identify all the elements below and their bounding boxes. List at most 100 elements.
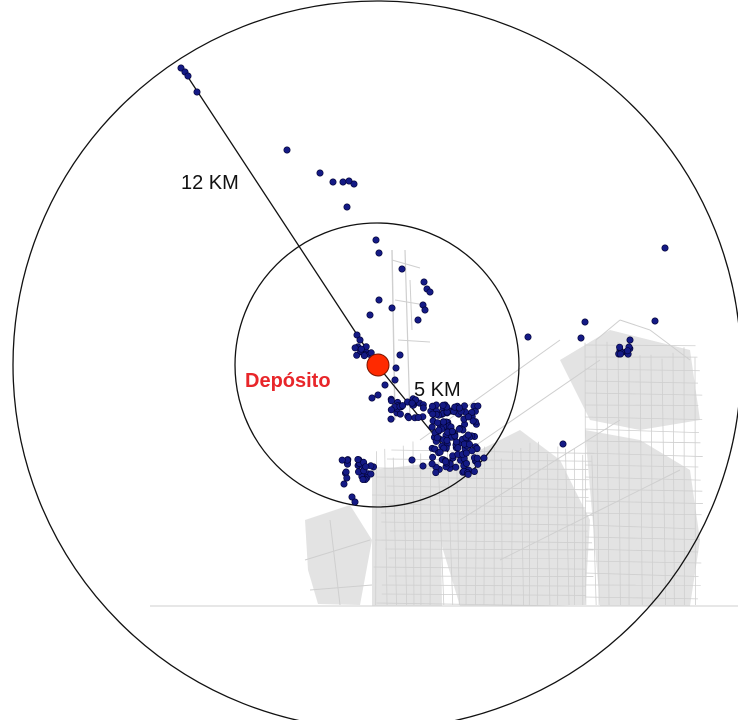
customer-point (616, 350, 624, 358)
street (402, 445, 408, 606)
customer-point (366, 311, 374, 319)
customer-point (559, 440, 567, 448)
street (584, 344, 696, 347)
customer-point (470, 467, 478, 475)
depot-marker-icon (366, 353, 390, 377)
customer-point (283, 146, 291, 154)
city-street-background (150, 249, 738, 607)
customer-point (414, 316, 422, 324)
street (372, 467, 589, 470)
customer-point (353, 351, 361, 359)
customer-point (343, 474, 351, 482)
customer-point (368, 394, 376, 402)
street (584, 524, 696, 530)
customer-point (435, 426, 443, 434)
street (584, 560, 702, 564)
street (500, 458, 503, 606)
inner-radius-label: 5 KM (414, 379, 461, 401)
customer-point (193, 88, 201, 96)
street (381, 512, 594, 516)
customer-point (661, 244, 669, 252)
street (617, 342, 621, 606)
street (391, 449, 595, 454)
customer-point (428, 402, 436, 410)
customer-point (462, 449, 470, 457)
street (386, 485, 588, 491)
street (584, 440, 701, 444)
customer-point (464, 470, 472, 478)
customer-point (338, 456, 346, 464)
street-network (150, 249, 738, 607)
street (409, 279, 413, 331)
customer-point (455, 425, 463, 433)
street (584, 476, 701, 481)
customer-point (340, 480, 348, 488)
street (584, 488, 703, 492)
customer-point (433, 434, 441, 442)
inner-radius-ring (234, 222, 520, 508)
street (584, 596, 698, 600)
street (372, 494, 589, 498)
customer-point (452, 438, 460, 446)
customer-point (329, 178, 337, 186)
street (381, 521, 587, 526)
street (381, 584, 586, 587)
street (386, 458, 592, 462)
customer-point (524, 333, 532, 341)
customer-point (581, 318, 589, 326)
street (584, 392, 703, 396)
customer-point (577, 334, 585, 342)
street (528, 442, 531, 606)
customer-point (469, 417, 477, 425)
street (584, 416, 703, 421)
customer-point (464, 431, 472, 439)
street (584, 572, 699, 577)
street (391, 259, 421, 269)
customer-point (443, 436, 451, 444)
street (584, 368, 700, 372)
street (397, 339, 431, 343)
customer-point (462, 459, 470, 467)
street (649, 329, 691, 361)
customer-point (396, 351, 404, 359)
customer-point (474, 460, 482, 468)
customer-point (616, 343, 624, 351)
customer-point (426, 288, 434, 296)
street (584, 380, 699, 384)
street (474, 448, 478, 606)
customer-point (421, 306, 429, 314)
customer-point (436, 448, 444, 456)
customer-point (439, 418, 447, 426)
urban-block (440, 430, 590, 606)
customer-point (375, 249, 383, 257)
customer-point (429, 410, 437, 418)
urban-block (585, 430, 700, 606)
street (437, 458, 445, 606)
customer-point (405, 414, 413, 422)
street (584, 548, 699, 553)
street (584, 512, 702, 516)
customer-point (339, 178, 347, 186)
customer-point (419, 462, 427, 470)
customer-point (372, 236, 380, 244)
customer-point (448, 427, 456, 435)
customer-point (651, 317, 659, 325)
street (309, 584, 373, 591)
customer-point (455, 404, 463, 412)
street (384, 448, 388, 606)
depot-label: Depósito (245, 370, 331, 392)
customer-point (474, 402, 482, 410)
street (446, 448, 454, 606)
street (388, 575, 594, 577)
street (456, 448, 460, 606)
customer-point (399, 402, 407, 410)
street (511, 449, 514, 606)
street (661, 358, 666, 606)
street (584, 452, 703, 457)
street (376, 476, 589, 481)
customer-point (357, 345, 365, 353)
street (520, 448, 524, 606)
street (429, 449, 432, 606)
customer-point (350, 180, 358, 188)
street (373, 566, 586, 570)
